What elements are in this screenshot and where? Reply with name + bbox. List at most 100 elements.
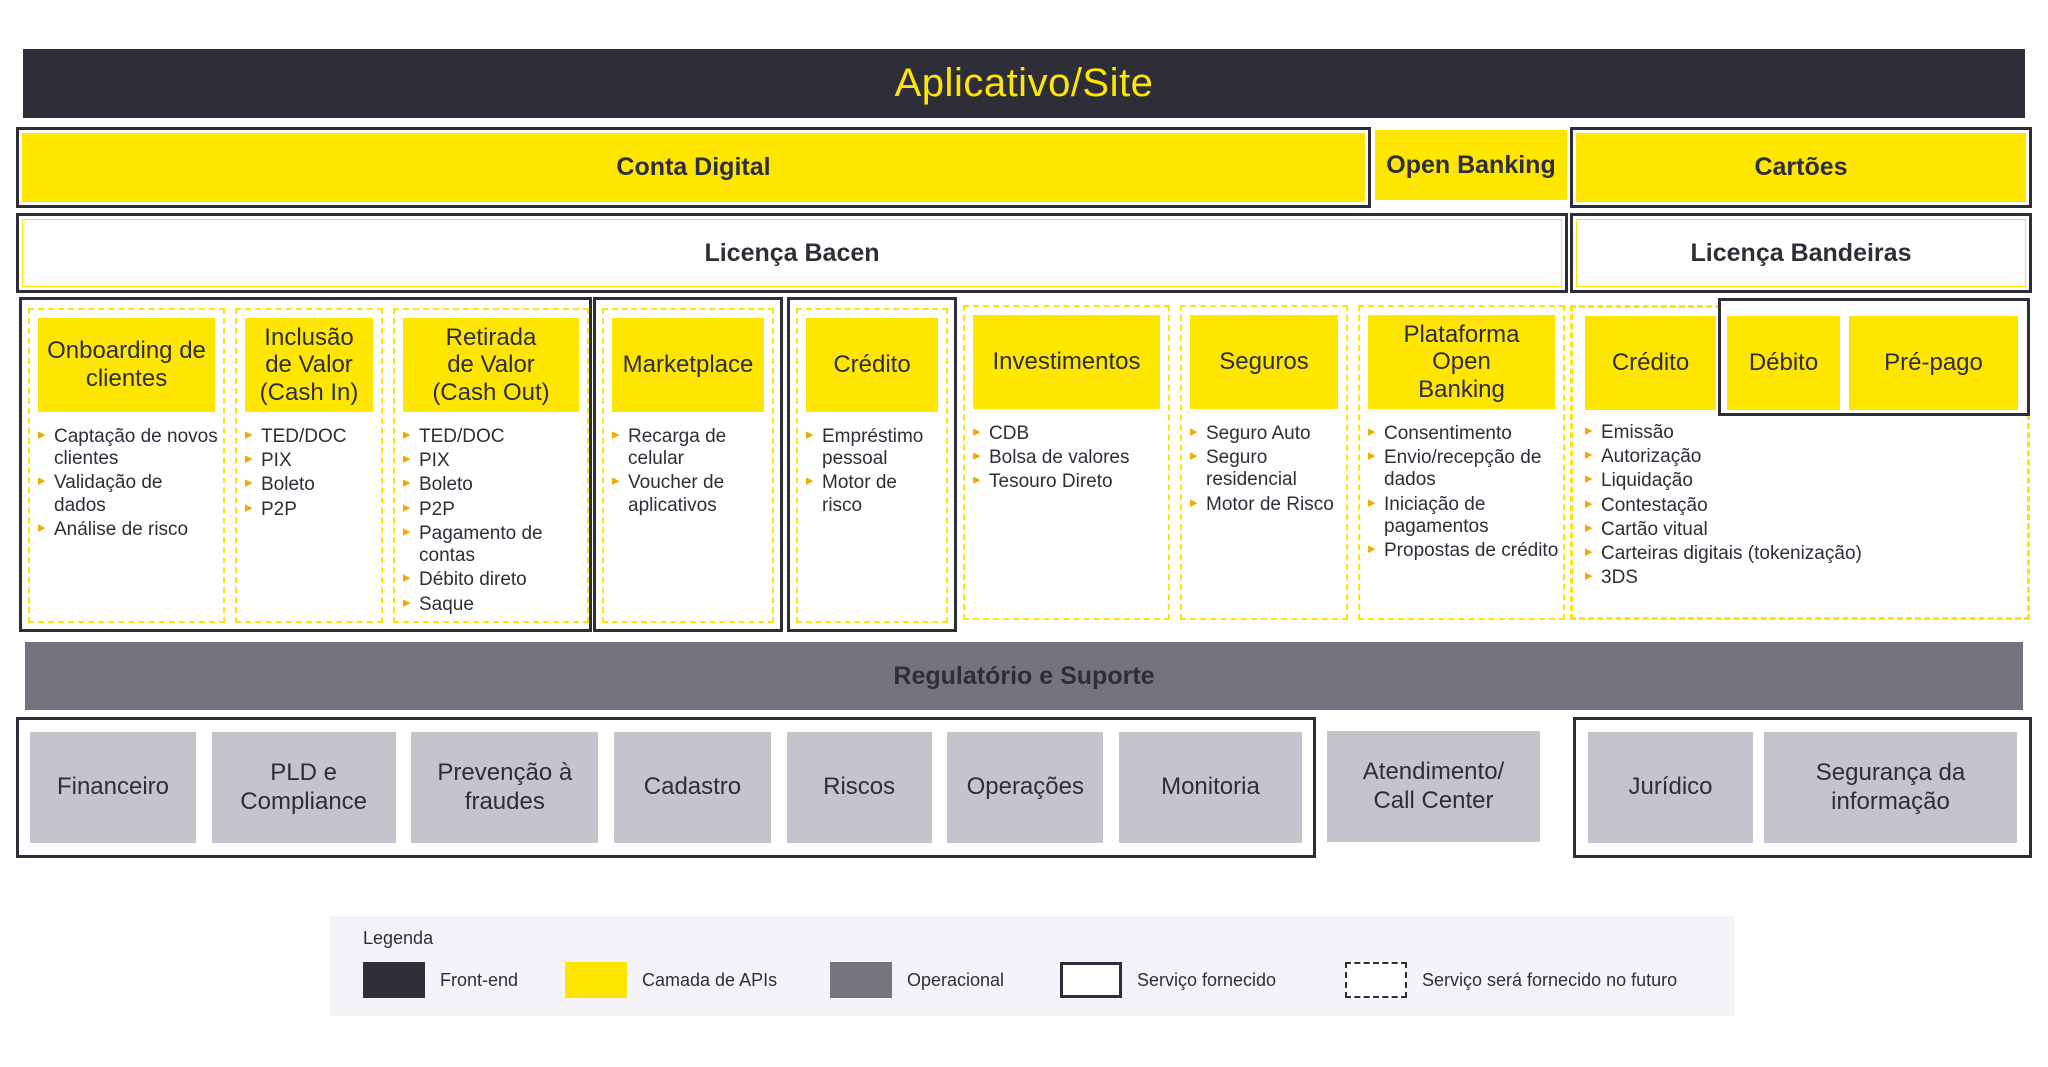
list-item: TED/DOC [245,426,377,448]
list-item: Iniciação de pagamentos [1368,494,1559,538]
list-item: Pagamento de contas [403,523,583,567]
list-item: Captação de novos clientes [38,426,219,470]
support-box-financeiro: Financeiro [30,732,196,843]
conta-digital-label: Conta Digital [616,153,771,181]
legend-label-provided: Serviço fornecido [1137,970,1277,990]
api-column-list: TED/DOCPIXBoletoP2PPagamento de contasDé… [403,426,583,616]
open-banking-box: Open Banking [1375,130,1567,200]
licenca-bandeiras-label: Licença Bandeiras [1690,238,1912,267]
debito-prepago-group: Débito Pré-pago [1718,298,2030,416]
legend-label-future: Serviço será fornecido no futuro [1422,970,1678,990]
provided-service-swatch [1060,962,1122,998]
open-banking-label: Open Banking [1386,150,1556,179]
atendimento-line1: Atendimento/ [1362,757,1505,785]
api-column-title: Crédito [1611,349,1690,377]
cartoes-label: Cartões [1754,153,1848,181]
api-column-title: Crédito [833,351,911,379]
support-box-seguranca-informacao: Segurança da informação [1764,732,2017,843]
list-item: Carteiras digitais (tokenização) [1585,543,2015,565]
list-item: Tesouro Direto [973,471,1164,493]
support-box-operacoes: Operações [947,732,1104,843]
api-column-credito: Crédito Empréstimo pessoalMotor de risco [796,308,948,623]
cartoes-services-region: Crédito EmissãoAutorizaçãoLiquidaçãoCont… [1570,298,2030,620]
frontend-bar: Aplicativo/Site [23,49,2025,118]
support-box-pld-compliance: PLD e Compliance [211,732,396,843]
support-box-prevencao-fraudes: Prevenção à fraudes [411,732,599,843]
api-column-list: Seguro AutoSeguro residencialMotor de Ri… [1190,423,1342,516]
api-column-header: Investimentos [973,315,1160,409]
app-title: Aplicativo/Site [894,61,1154,105]
licenca-bacen-label: Licença Bacen [704,238,880,267]
list-item: Boleto [403,474,583,496]
licenca-bacen-box: Licença Bacen [16,213,1568,293]
conta-digital-box: Conta Digital [16,127,1371,208]
support-box-juridico: Jurídico [1588,732,1753,843]
api-column-seguros: Seguros Seguro AutoSeguro residencialMot… [1180,305,1348,620]
api-column-title: Investimentos [992,348,1141,376]
list-item: CDB [973,423,1164,445]
marketplace-group: Marketplace Recarga de celularVoucher de… [593,297,783,632]
operational-swatch [830,962,892,998]
api-column-header: Inclusão de Valor (Cash In) [245,318,373,412]
legend-label-front-end: Front-end [440,970,519,990]
list-item: Débito direto [403,569,583,591]
list-item: Envio/recepção de dados [1368,447,1559,491]
list-item: Boleto [245,474,377,496]
api-column-list: EmissãoAutorizaçãoLiquidaçãoContestaçãoC… [1585,420,2015,592]
cartoes-box: Cartões [1570,127,2032,208]
list-item: Propostas de crédito [1368,540,1559,562]
list-item: Liquidação [1585,470,2015,492]
api-column-header: Seguros [1190,315,1338,409]
regulatorio-suporte-bar: Regulatório e Suporte [25,642,2023,710]
legend-title: Legenda [363,928,434,948]
list-item: Emissão [1585,422,2015,444]
api-column-header: Crédito [806,318,938,412]
support-box-monitoria: Monitoria [1118,732,1302,843]
list-item: P2P [403,499,583,521]
api-column-cash-out: Retirada de Valor (Cash Out) TED/DOCPIXB… [393,308,589,623]
api-column-header: Plataforma Open Banking [1368,315,1555,409]
list-item: Motor de risco [806,472,942,516]
legend-label-apis: Camada de APIs [642,970,778,990]
support-box-riscos: Riscos [786,732,932,843]
list-item: PIX [403,450,583,472]
list-item: 3DS [1585,567,2015,589]
api-column-list: Recarga de celularVoucher de aplicativos [612,426,768,517]
support-box-atendimento-call-center: Atendimento/ Call Center [1327,731,1540,842]
api-column-list: Captação de novos clientesValidação de d… [38,426,219,541]
support-box-cadastro: Cadastro [613,732,771,843]
list-item: Validação de dados [38,472,219,516]
list-item: Contestação [1585,495,2015,517]
atendimento-line2: Call Center [1373,786,1494,814]
licenca-bandeiras-box: Licença Bandeiras [1570,213,2032,293]
legend: Legenda Front-end Camada de APIs Operaci… [330,916,1735,1016]
api-column-title: Inclusão de Valor (Cash In) [259,323,359,406]
list-item: Seguro residencial [1190,447,1342,491]
apis-swatch [565,962,627,998]
api-column-header: Marketplace [612,318,764,412]
debito-label: Débito [1748,349,1819,376]
api-column-title: Retirada de Valor (Cash Out) [432,323,550,406]
list-item: Bolsa de valores [973,447,1164,469]
pre-pago-box: Pré-pago [1849,316,2018,410]
list-item: TED/DOC [403,426,583,448]
list-item: Seguro Auto [1190,423,1342,445]
pre-pago-label: Pré-pago [1884,349,1983,376]
list-item: Consentimento [1368,423,1559,445]
api-column-list: CDBBolsa de valoresTesouro Direto [973,423,1164,494]
api-column-header: Crédito [1585,316,1716,410]
api-column-cash-in: Inclusão de Valor (Cash In) TED/DOCPIXBo… [235,308,383,623]
api-column-investimentos: Investimentos CDBBolsa de valoresTesouro… [963,305,1170,620]
list-item: P2P [245,499,377,521]
api-column-list: TED/DOCPIXBoletoP2P [245,426,377,521]
list-item: Recarga de celular [612,426,768,470]
future-service-swatch [1345,962,1407,998]
debito-box: Débito [1727,316,1840,410]
conta-digital-services-group: Onboarding de clientes Captação de novos… [19,297,592,632]
list-item: Saque [403,594,583,616]
api-column-marketplace: Marketplace Recarga de celularVoucher de… [602,308,774,623]
list-item: Cartão vitual [1585,519,2015,541]
list-item: Análise de risco [38,519,219,541]
front-end-swatch [363,962,425,998]
